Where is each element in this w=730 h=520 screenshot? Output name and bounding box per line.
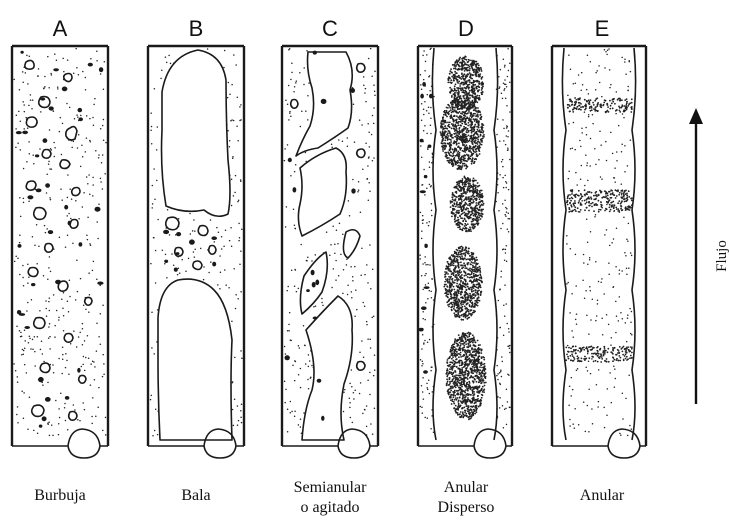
label-letter-b: B [189,16,204,41]
gas-chunk-c-3 [343,230,360,258]
solid-particles-a [16,51,104,428]
tube-slug-flow [148,46,244,458]
gas-chunk-c-5 [302,296,352,440]
wall-film-d-right [495,48,510,428]
dense-band-e-2 [566,189,633,213]
tube-wall-a [12,46,108,446]
caption-anular-1: Anular [444,479,489,496]
tube-bubble-flow [12,46,108,458]
tube-bottom-a [12,429,108,458]
film-interface-d-left [432,48,436,440]
flow-label: Flujo [714,240,730,272]
tube-bottom-d [418,429,512,458]
caption-burbuja: Burbuja [34,487,86,504]
gas-slug-b-lower [158,279,232,440]
caption-o-agitado: o agitado [300,499,359,516]
caption-anular-2: Anular [580,487,625,504]
label-letter-a: A [53,16,68,41]
tube-dispersed-annular-flow [418,46,512,458]
flow-arrow: Flujo [689,108,730,404]
label-letter-c: C [322,16,338,41]
droplet-cloud-d [440,56,487,421]
label-letter-e: E [595,16,610,41]
film-interface-d-right [494,48,498,440]
tube-churn-flow [282,46,378,458]
flow-arrow-head [689,108,703,124]
caption-semianular: Semianular [294,479,368,496]
label-letter-d: D [458,16,474,41]
tube-wall-e [552,46,646,446]
caption-disperso: Disperso [438,499,495,516]
film-interface-e-left [562,48,566,440]
tube-bottom-e [552,429,646,458]
tube-annular-flow [552,46,646,458]
caption-bala: Bala [181,487,210,504]
dense-band-e-3 [565,345,633,363]
dots-a [13,48,106,436]
gas-slug-b-upper [162,50,231,216]
